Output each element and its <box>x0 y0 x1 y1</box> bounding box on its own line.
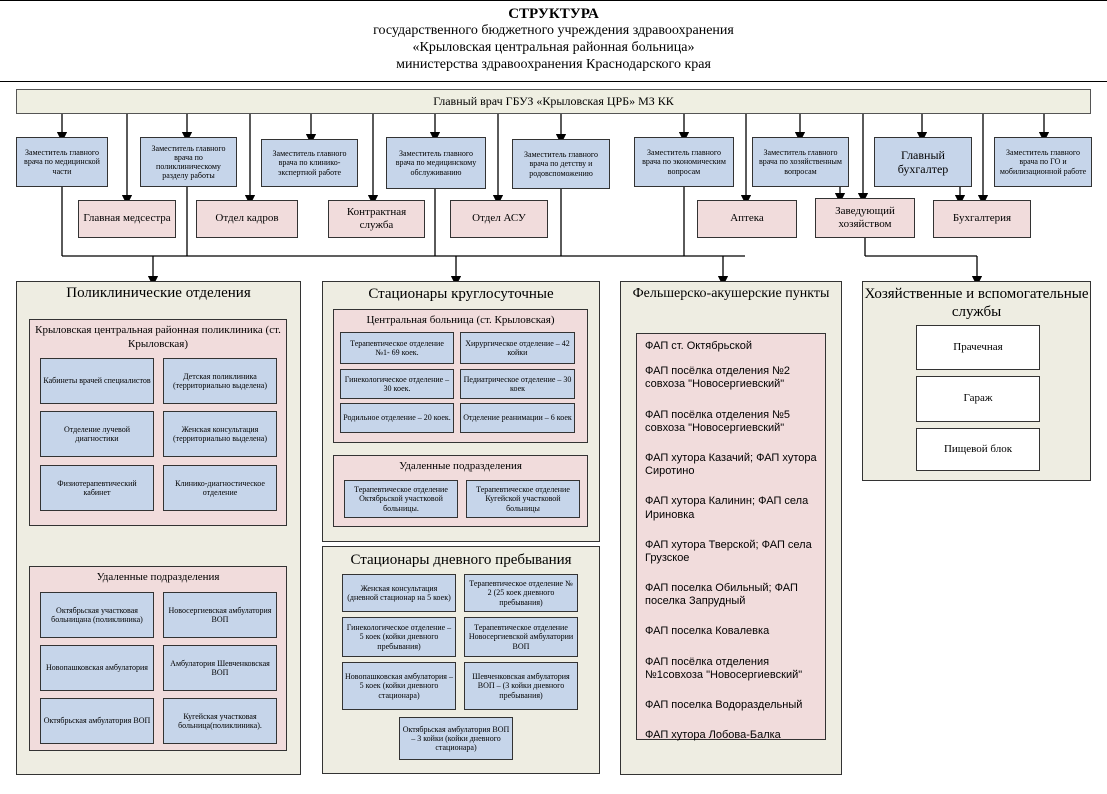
central-item: Педиатрическое отделение – 30 коек <box>460 369 575 399</box>
stationary-title: Стационары круглосуточные <box>368 286 554 302</box>
poly-remote-item: Кугейская участковая больница(поликлиник… <box>163 698 277 744</box>
title-line-3: министерства здравоохранения Краснодарск… <box>396 57 711 72</box>
fap-item: ФАП поселка Водораздельный <box>645 699 803 711</box>
fap-list: ФАП ст. Октябрьской ФАП посёлка отделени… <box>636 333 826 742</box>
chief-doctor-box: Главный врач ГБУЗ «Крыловская ЦРБ» МЗ КК <box>16 89 1091 114</box>
fap-title: Фельшерско-акушерские пункты <box>632 286 830 301</box>
header-frame <box>0 0 1107 82</box>
day-item: Октябрьская амбулатория ВОП – 3 койки (к… <box>399 717 513 760</box>
central-item: Родильное отделение – 20 коек. <box>340 403 454 433</box>
deputy-expert: Заместитель главного врача по клинико-эк… <box>261 139 358 187</box>
chief-accountant: Главный бухгалтер <box>874 137 972 187</box>
day-stationary-title: Стационары дневного пребывания <box>350 552 572 568</box>
central-item: Хирургическое отделение – 42 койки <box>460 332 575 364</box>
fap-item: ФАП ст. Октябрьской <box>645 340 753 352</box>
poly-remote-item: Новосергиевская амбулатория ВОП <box>163 592 277 638</box>
poly-remote-item: Октябрьская амбулатория ВОП <box>40 698 154 744</box>
poly-main-item: Женская консультация (территориально выд… <box>163 411 277 457</box>
poly-main-item: Детская поликлиника (территориально выде… <box>163 358 277 404</box>
pharmacy: Аптека <box>697 200 797 238</box>
polyclinic-remote-title: Удаленные подразделения <box>96 571 220 583</box>
stationary-remote-item: Терапевтическое отделение Октябрьской уч… <box>344 480 458 518</box>
central-hospital-title: Центральная больница (ст. Крыловская) <box>366 314 555 326</box>
deputy-service: Заместитель главного врача по медицинско… <box>386 137 486 189</box>
fap-item: ФАП хутора Лобова-Балка <box>645 729 781 742</box>
title-line-2: «Крыловская центральная районная больниц… <box>412 40 695 55</box>
day-item: Шевченковская амбулатория ВОП – (3 койки… <box>464 662 578 710</box>
day-item: Новопашковская амбулатория – 5 коек (кой… <box>342 662 456 710</box>
fap-item: ФАП хутора Калинин; ФАП села Ириновка <box>645 495 809 521</box>
aux-item-food: Пищевой блок <box>916 428 1040 471</box>
aux-title: Хозяйственные и вспомогательные службы <box>864 286 1089 320</box>
page-title: СТРУКТУРА <box>508 6 599 22</box>
poly-remote-item: Новопашковская амбулатория <box>40 645 154 691</box>
deputy-economic: Заместитель главного врача по экономичес… <box>634 137 734 187</box>
central-item: Отделение реанимации – 6 коек <box>460 403 575 433</box>
day-item: Терапевтическое отделение Новосергиевско… <box>464 617 578 657</box>
poly-main-item: Отделение лучевой диагностики <box>40 411 154 457</box>
fap-item: ФАП хутора Казачий; ФАП хутора Сиротино <box>645 451 817 478</box>
stationary-remote-item: Терапевтическое отделение Кугейской учас… <box>466 480 580 518</box>
stationary-remote-title: Удаленные подразделения <box>399 460 522 472</box>
deputy-civil-defense: Заместитель главного врача по ГО и мобил… <box>994 137 1092 187</box>
fap-item: ФАП поселка Обильный; ФАП поселка Запруд… <box>645 582 798 608</box>
poly-remote-item: Октябрьская участковая больницана (полик… <box>40 592 154 638</box>
polyclinic-title: Поликлинические отделения <box>66 285 251 301</box>
polyclinic-main-title: Крыловская центральная районная поликлин… <box>35 324 281 350</box>
fap-item: ФАП посёлка отделения №2 совхоза "Новосе… <box>645 365 791 391</box>
accounting: Бухгалтерия <box>933 200 1031 238</box>
day-item: Терапевтическое отделение № 2 (25 коек д… <box>464 574 578 612</box>
central-item: Гинекологическое отделение – 30 коек. <box>340 369 454 399</box>
asu-department: Отдел АСУ <box>450 200 548 238</box>
fap-item: ФАП хутора Тверской; ФАП села Грузское <box>645 538 812 564</box>
head-nurse: Главная медсестра <box>78 200 176 238</box>
contract-service: Контрактная служба <box>328 200 425 238</box>
deputy-household: Заместитель главного врача по хозяйствен… <box>752 137 849 187</box>
poly-main-item: Физиотерапевтический кабинет <box>40 465 154 511</box>
housekeeper: Заведующий хозяйством <box>815 198 915 238</box>
hr-department: Отдел кадров <box>196 200 298 238</box>
poly-main-item: Клинико-диагностическое отделение <box>163 465 277 511</box>
deputy-childhood: Заместитель главного врача по детству и … <box>512 139 610 189</box>
poly-main-item: Кабинеты врачей специалистов <box>40 358 154 404</box>
day-item: Гинекологическое отделение – 5 коек (кой… <box>342 617 456 657</box>
central-item: Терапевтическое отделение №1- 69 коек. <box>340 332 454 364</box>
fap-item: ФАП посёлка отделения №1совхоза "Новосер… <box>645 655 803 681</box>
aux-item-garage: Гараж <box>916 376 1040 422</box>
deputy-medical: Заместитель главного врача по медицинско… <box>16 137 108 187</box>
fap-item: ФАП посёлка отделения №5 совхоза "Новосе… <box>645 408 791 434</box>
day-item: Женская консультация (дневной стационар … <box>342 574 456 612</box>
fap-item: ФАП поселка Ковалевка <box>645 625 770 638</box>
deputy-polyclinic: Заместитель главного врача по поликлинич… <box>140 137 237 187</box>
poly-remote-item: Амбулатория Шевченковская ВОП <box>163 645 277 691</box>
title-line-1: государственного бюджетного учреждения з… <box>373 23 734 38</box>
aux-item-laundry: Прачечная <box>916 325 1040 370</box>
